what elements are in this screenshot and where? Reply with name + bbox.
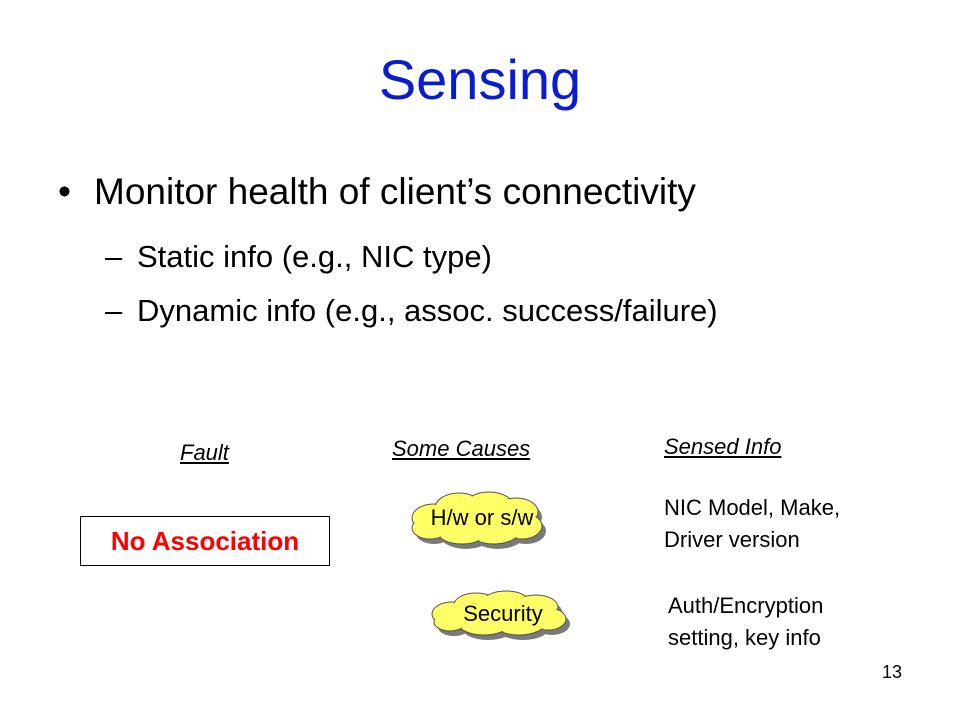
cloud-shape-icon [431, 590, 570, 640]
sensed-info-line: setting, key info [668, 625, 821, 650]
cause-label: Security [463, 601, 543, 626]
bullet-dot: • [58, 171, 71, 212]
cloud-shape-icon [411, 491, 546, 549]
column-header-causes: Some Causes [392, 436, 531, 461]
sensed-info-line: NIC Model, Make, [664, 495, 841, 520]
column-header-fault: Fault [180, 440, 229, 465]
cause-cloud-hardware: H/w or s/w [404, 488, 560, 552]
column-header-sensed-info: Sensed Info [664, 434, 782, 459]
dash: – [105, 239, 123, 274]
slide-title: Sensing [378, 48, 582, 111]
fault-box: No Association [80, 516, 330, 566]
fault-label: No Association [110, 525, 300, 556]
sensed-info-line: Driver version [664, 527, 800, 552]
cause-cloud-security: Security [424, 588, 582, 642]
sub-bullet-text: Static info (e.g., NIC type) [137, 239, 492, 274]
page-number: 13 [882, 662, 903, 682]
sub-bullet-text: Dynamic info (e.g., assoc. success/failu… [137, 293, 718, 328]
main-bullet-text: Monitor health of client’s connectivity [94, 171, 696, 212]
sub-bullet-static: –Static info (e.g., NIC type) [105, 239, 492, 274]
sensed-info-line: Auth/Encryption [668, 593, 824, 618]
sensed-info-nic: NIC Model, Make, Driver version [664, 492, 840, 556]
dash: – [105, 293, 123, 328]
sub-bullet-dynamic: –Dynamic info (e.g., assoc. success/fail… [105, 293, 718, 328]
sensed-info-auth: Auth/Encryption setting, key info [668, 590, 823, 654]
main-bullet: • Monitor health of client’s connectivity [58, 171, 696, 213]
cause-label: H/w or s/w [430, 505, 534, 530]
